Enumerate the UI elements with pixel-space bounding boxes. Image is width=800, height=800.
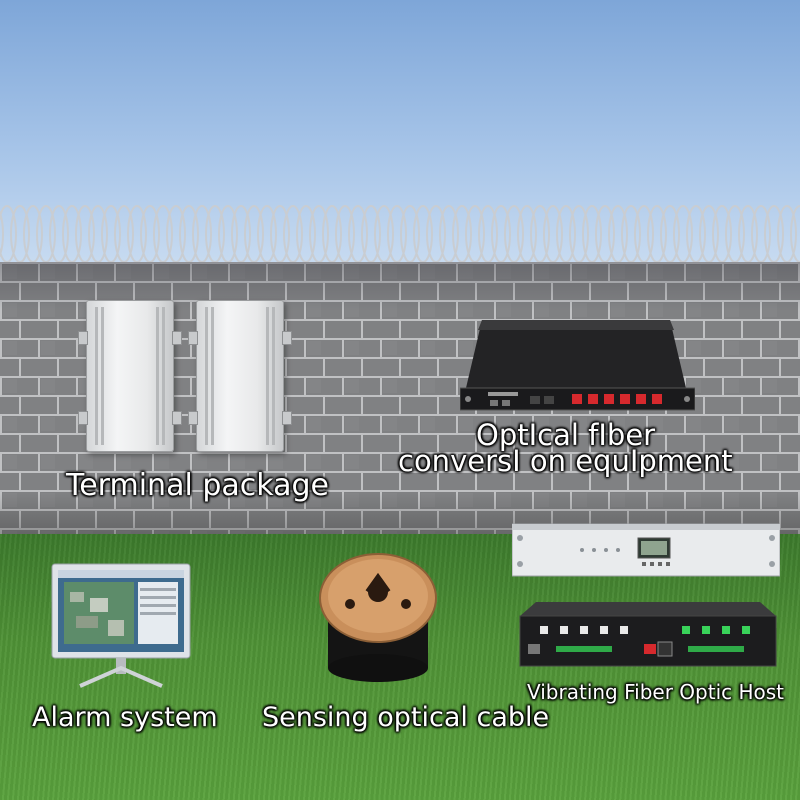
monitor-icon: [51, 563, 191, 688]
label-sensing-cable: Sensing optical cable: [262, 702, 550, 733]
label-alarm-system: Alarm system: [32, 702, 218, 733]
host-device-upper: [512, 523, 780, 577]
wire-coil: [790, 205, 800, 263]
label-converter-line1: OptIcal fIber: [476, 418, 656, 452]
label-converter-line2: conversI on equIpment: [398, 444, 733, 478]
cable-spool-icon: [319, 553, 437, 682]
terminal-enclosure-left: [78, 300, 182, 452]
label-host: Vibrating Fiber Optic Host: [527, 680, 785, 704]
razor-wire: [0, 205, 800, 263]
fiber-converter-device: [460, 320, 695, 411]
host-device-lower: [519, 602, 777, 667]
label-terminal-package: Terminal package: [66, 468, 329, 503]
wire-coil: [0, 210, 4, 258]
terminal-enclosure-right: [188, 300, 292, 452]
